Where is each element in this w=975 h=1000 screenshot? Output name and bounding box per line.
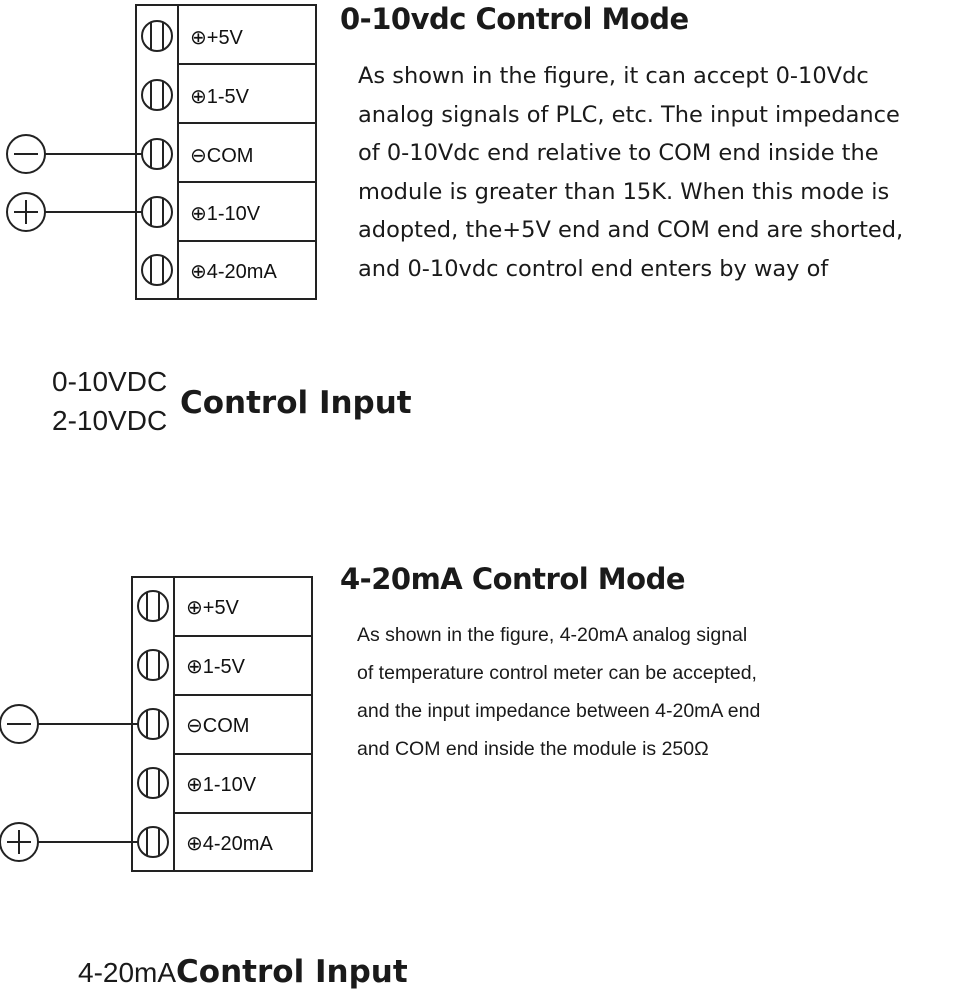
- description-line: of temperature control meter can be acce…: [357, 662, 757, 684]
- mode-description: As shown in the figure, it can accept 0-…: [358, 57, 903, 289]
- caption-option-2-10vdc: 2-10VDC: [52, 405, 168, 436]
- terminal-label-1-10v: ⊕1-10V: [186, 774, 257, 796]
- screw-terminal-icon: [137, 590, 169, 622]
- terminal-block-diagram-4-20ma: ⊕+5V ⊕1-5V ⊖COM ⊕1-10V ⊕4-20mA: [0, 576, 313, 872]
- terminal-label-plus5v: ⊕+5V: [190, 27, 244, 49]
- terminal-label-com: ⊖COM: [190, 145, 253, 167]
- screw-terminal-icon: [141, 254, 173, 286]
- description-line: As shown in the figure, 4-20mA analog si…: [357, 624, 748, 646]
- minus-icon: [0, 704, 39, 744]
- section-4-20ma-mode: ⊕+5V ⊕1-5V ⊖COM ⊕1-10V ⊕4-20mA 4-20mA Co…: [0, 560, 975, 1000]
- description-line: of 0-10Vdc end relative to COM end insid…: [358, 140, 879, 167]
- description-line: adopted, the+5V end and COM end are shor…: [358, 217, 904, 244]
- terminal-label-com: ⊖COM: [186, 715, 249, 737]
- control-input-caption: 0-10VDC 2-10VDC: [52, 362, 167, 440]
- description-line: As shown in the figure, it can accept 0-…: [358, 63, 869, 89]
- screw-terminal-icon: [137, 649, 169, 681]
- screw-terminal-icon: [141, 20, 173, 52]
- description-line: and COM end inside the module is 250Ω: [357, 738, 709, 760]
- terminal-label-plus5v: ⊕+5V: [186, 597, 240, 619]
- screw-terminal-icon: [141, 138, 173, 170]
- description-line: and 0-10vdc control end enters by way of: [358, 255, 829, 282]
- terminal-label-4-20ma: ⊕4-20mA: [186, 833, 273, 855]
- plus-icon: [6, 192, 46, 232]
- caption-option-4-20ma: 4-20mA: [78, 957, 177, 988]
- screw-terminal-icon: [137, 826, 169, 858]
- section-0-10vdc-mode: ⊕+5V ⊕1-5V ⊖COM ⊕1-10V ⊕4-20mA 0-10vdc C…: [6, 2, 903, 440]
- minus-icon: [6, 134, 46, 174]
- caption-control-input: Control Input: [176, 954, 408, 990]
- caption-option-0-10vdc: 0-10VDC: [52, 366, 168, 397]
- terminal-label-4-20ma: ⊕4-20mA: [190, 261, 277, 283]
- terminal-label-1-10v: ⊕1-10V: [190, 203, 261, 225]
- screw-terminal-icon: [141, 196, 173, 228]
- description-line: and the input impedance between 4-20mA e…: [357, 700, 761, 722]
- mode-description: As shown in the figure, 4-20mA analog si…: [357, 616, 760, 768]
- screw-terminal-icon: [141, 79, 173, 111]
- terminal-label-1-5v: ⊕1-5V: [186, 656, 246, 678]
- description-line: module is greater than 15K. When this mo…: [358, 178, 890, 205]
- terminal-label-1-5v: ⊕1-5V: [190, 86, 250, 108]
- description-line: analog signals of PLC, etc. The input im…: [358, 101, 900, 128]
- screw-terminal-icon: [137, 708, 169, 740]
- terminal-block-diagram-0-10vdc: ⊕+5V ⊕1-5V ⊖COM ⊕1-10V ⊕4-20mA: [6, 4, 317, 300]
- control-input-caption: 4-20mAControl Input: [78, 953, 408, 992]
- screw-terminal-icon: [137, 767, 169, 799]
- mode-title: 0-10vdc Control Mode: [340, 2, 689, 36]
- mode-title: 4-20mA Control Mode: [340, 562, 686, 596]
- plus-icon: [0, 822, 39, 862]
- caption-control-input: Control Input: [180, 385, 412, 421]
- terminal-block-outline: [135, 4, 317, 300]
